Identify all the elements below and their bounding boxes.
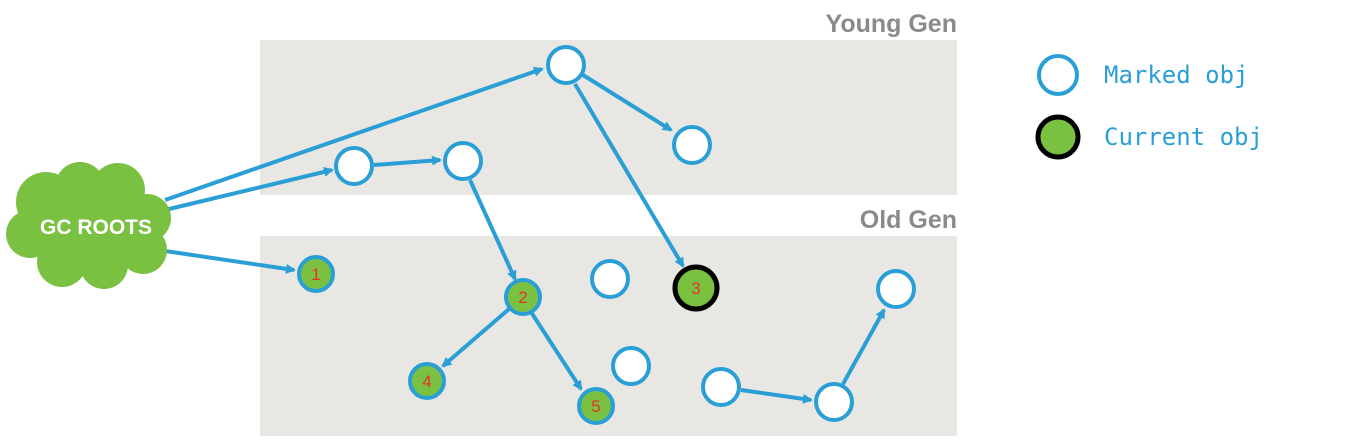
legend: Marked obj Current obj (1035, 54, 1263, 160)
edge-old-f-to-old-g (740, 388, 813, 404)
object-5 (577, 387, 615, 425)
object-3 (672, 264, 720, 312)
old-gen-label: Old Gen (860, 206, 957, 234)
numbered-objects: 1 2 3 4 5 (297, 255, 720, 425)
object-4-number: 4 (422, 372, 431, 391)
marked-object (546, 45, 586, 85)
edge-roots-to-young-b (164, 167, 334, 212)
object-4 (408, 362, 446, 400)
object-2 (504, 278, 542, 316)
edge-node-2-to-node-4 (441, 307, 511, 368)
edge-young-b-to-young-c (373, 155, 442, 167)
marked-object (701, 367, 741, 407)
marked-object (814, 382, 854, 422)
edge-young-c-to-node-2 (468, 179, 517, 281)
edges (164, 66, 886, 404)
edge-roots-to-node-1 (164, 249, 296, 274)
edge-roots-to-young-a (164, 66, 544, 202)
object-1 (297, 255, 335, 293)
edge-node-2-to-node-5 (529, 310, 583, 391)
edge-old-g-to-old-h (841, 308, 886, 385)
marked-object (876, 269, 916, 309)
marked-objects (334, 45, 916, 422)
object-3-number: 3 (691, 279, 700, 298)
legend-current-swatch (1035, 114, 1081, 160)
object-1-number: 1 (311, 265, 320, 284)
object-5-number: 5 (591, 397, 600, 416)
object-2-number: 2 (518, 288, 527, 307)
marked-object (334, 146, 374, 186)
legend-marked-swatch (1037, 54, 1079, 96)
marked-object (672, 125, 712, 165)
marked-object (590, 259, 630, 299)
legend-marked-label: Marked obj (1104, 61, 1249, 89)
gc-roots-label: GC ROOTS (40, 216, 152, 239)
edge-young-a-to-young-d (581, 73, 673, 132)
edge-young-a-to-node-3 (573, 82, 685, 268)
legend-current-label: Current obj (1104, 123, 1263, 151)
marked-object (443, 141, 483, 181)
marked-object (611, 346, 651, 386)
young-gen-region (260, 40, 957, 195)
gc-roots-cloud (6, 162, 171, 289)
young-gen-label: Young Gen (826, 10, 957, 38)
